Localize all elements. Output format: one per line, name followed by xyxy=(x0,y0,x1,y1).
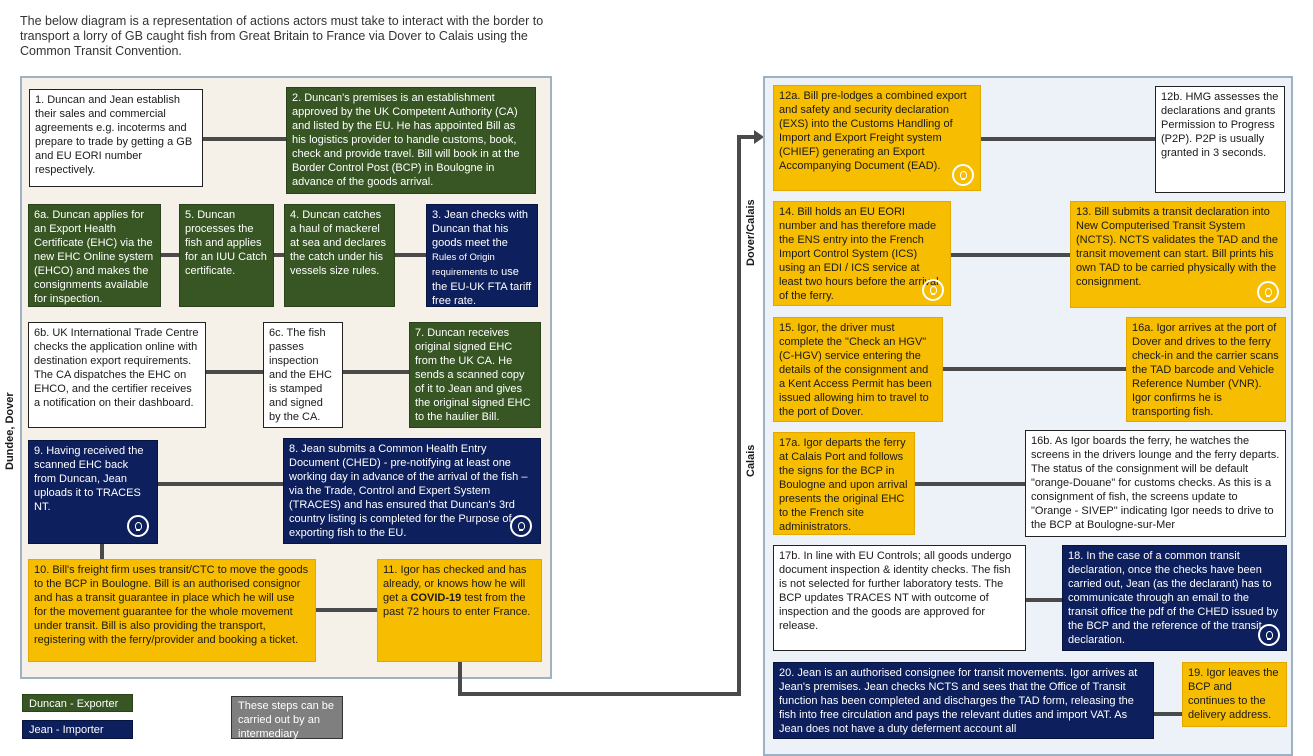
step-14-text: 14. Bill holds an EU EORI number and has… xyxy=(779,206,939,302)
step-9-text: 9. Having received the scanned EHC back … xyxy=(34,445,144,513)
connector xyxy=(942,367,1128,371)
connector xyxy=(205,370,264,374)
connector xyxy=(342,370,410,374)
step-10-text: 10. Bill's freight firm uses transit/CTC… xyxy=(34,564,309,646)
step-17a-box: 17a. Igor departs the ferry at Calais Po… xyxy=(773,432,915,535)
step-12a-text: 12a. Bill pre-lodges a combined export a… xyxy=(779,90,967,172)
step-13-text: 13. Bill submits a transit declaration i… xyxy=(1076,206,1278,288)
connector xyxy=(737,135,741,696)
step-11-covid-text: COVID-19 xyxy=(410,592,462,604)
lightbulb-icon xyxy=(510,515,532,537)
step-12a-box: 12a. Bill pre-lodges a combined export a… xyxy=(773,85,981,191)
right-region-label-bottom: Calais xyxy=(745,444,757,477)
step-4-box: 4. Duncan catches a haul of mackerel at … xyxy=(284,204,395,307)
connector xyxy=(158,482,284,486)
step-6a-box: 6a. Duncan applies for an Export Health … xyxy=(28,204,161,307)
step-12b-text: 12b. HMG assesses the declarations and g… xyxy=(1161,91,1279,159)
connector xyxy=(203,137,287,141)
intro-text: The below diagram is a representation of… xyxy=(20,14,544,58)
connector xyxy=(1153,712,1183,716)
left-region-label: Dundee, Dover xyxy=(4,392,16,470)
connector xyxy=(737,135,757,139)
step-20-box: 20. Jean is an authorised consignee for … xyxy=(773,662,1154,739)
step-16b-text: 16b. As Igor boards the ferry, he watche… xyxy=(1031,435,1280,531)
step-12b-box: 12b. HMG assesses the declarations and g… xyxy=(1155,86,1285,193)
step-15-text: 15. Igor, the driver must complete the "… xyxy=(779,322,932,418)
step-11-box: 11. Igor has checked and has already, or… xyxy=(377,559,542,662)
step-3-box: 3. Jean checks with Duncan that his good… xyxy=(426,204,538,307)
step-5-text: 5. Duncan processes the fish and applies… xyxy=(185,209,267,277)
step-1-box: 1. Duncan and Jean establish their sales… xyxy=(29,89,203,187)
legend-importer: Jean - Importer xyxy=(22,720,133,739)
step-16a-text: 16a. Igor arrives at the port of Dover a… xyxy=(1132,322,1279,418)
step-18-text: 18. In the case of a common transit decl… xyxy=(1068,550,1279,646)
step-19-text: 19. Igor leaves the BCP and continues to… xyxy=(1188,667,1279,721)
connector xyxy=(950,253,1070,257)
connector xyxy=(274,253,286,257)
step-16b-box: 16b. As Igor boards the ferry, he watche… xyxy=(1025,430,1286,537)
step-8-text: 8. Jean submits a Common Health Entry Do… xyxy=(289,443,528,539)
step-2-text: 2. Duncan's premises is an establishment… xyxy=(292,92,520,188)
step-19-box: 19. Igor leaves the BCP and continues to… xyxy=(1182,662,1287,727)
connector xyxy=(394,253,428,257)
step-3-text: 3. Jean checks with Duncan that his good… xyxy=(432,209,528,249)
step-5-box: 5. Duncan processes the fish and applies… xyxy=(179,204,274,307)
step-17b-text: 17b. In line with EU Controls; all goods… xyxy=(779,550,1012,632)
step-15-box: 15. Igor, the driver must complete the "… xyxy=(773,317,943,422)
connector xyxy=(1025,598,1063,602)
step-4-text: 4. Duncan catches a haul of mackerel at … xyxy=(290,209,387,277)
connector xyxy=(914,482,1026,486)
step-8-box: 8. Jean submits a Common Health Entry Do… xyxy=(283,438,541,544)
lightbulb-icon xyxy=(127,515,149,537)
connector xyxy=(980,137,1156,141)
step-7-text: 7. Duncan receives original signed EHC f… xyxy=(415,327,531,423)
step-6c-box: 6c. The fish passes inspection and the E… xyxy=(263,322,343,428)
step-3-fta-text: use the EU-UK FTA tariff free rate. xyxy=(432,266,532,307)
lightbulb-icon xyxy=(952,164,974,186)
connector xyxy=(100,540,104,560)
step-11-test-text: test from the past 72 hours to enter Fra… xyxy=(383,592,531,618)
legend-intermediary: These steps can be carried out by an int… xyxy=(231,696,343,740)
lightbulb-icon xyxy=(1258,624,1280,646)
step-10-box: 10. Bill's freight firm uses transit/CTC… xyxy=(28,559,316,662)
step-9-box: 9. Having received the scanned EHC back … xyxy=(28,440,158,544)
step-17a-text: 17a. Igor departs the ferry at Calais Po… xyxy=(779,437,908,533)
connector xyxy=(316,608,378,612)
lightbulb-icon xyxy=(1257,281,1279,303)
step-18-box: 18. In the case of a common transit decl… xyxy=(1062,545,1287,651)
step-2-box: 2. Duncan's premises is an establishment… xyxy=(286,87,536,194)
step-14-box: 14. Bill holds an EU EORI number and has… xyxy=(773,201,951,306)
step-11-text: 11. Igor has checked and has already, or… xyxy=(383,564,527,604)
connector xyxy=(458,662,462,696)
step-20-text: 20. Jean is an authorised consignee for … xyxy=(779,667,1138,735)
step-7-box: 7. Duncan receives original signed EHC f… xyxy=(409,322,541,428)
lightbulb-icon xyxy=(922,279,944,301)
step-17b-box: 17b. In line with EU Controls; all goods… xyxy=(773,545,1026,651)
arrow-head-icon xyxy=(754,130,764,144)
step-1-text: 1. Duncan and Jean establish their sales… xyxy=(35,94,193,176)
step-3-rules-text: Rules of Origin requirements to xyxy=(432,252,499,278)
step-16a-box: 16a. Igor arrives at the port of Dover a… xyxy=(1126,317,1286,422)
connector xyxy=(160,253,184,257)
step-6a-text: 6a. Duncan applies for an Export Health … xyxy=(34,209,154,305)
step-13-box: 13. Bill submits a transit declaration i… xyxy=(1070,201,1286,308)
step-6b-box: 6b. UK International Trade Centre checks… xyxy=(28,322,206,428)
step-6c-text: 6c. The fish passes inspection and the E… xyxy=(269,327,332,423)
legend-exporter: Duncan - Exporter xyxy=(22,694,133,712)
connector xyxy=(458,692,740,696)
step-6b-text: 6b. UK International Trade Centre checks… xyxy=(34,327,199,409)
right-region-label-top: Dover/Calais xyxy=(745,199,757,266)
